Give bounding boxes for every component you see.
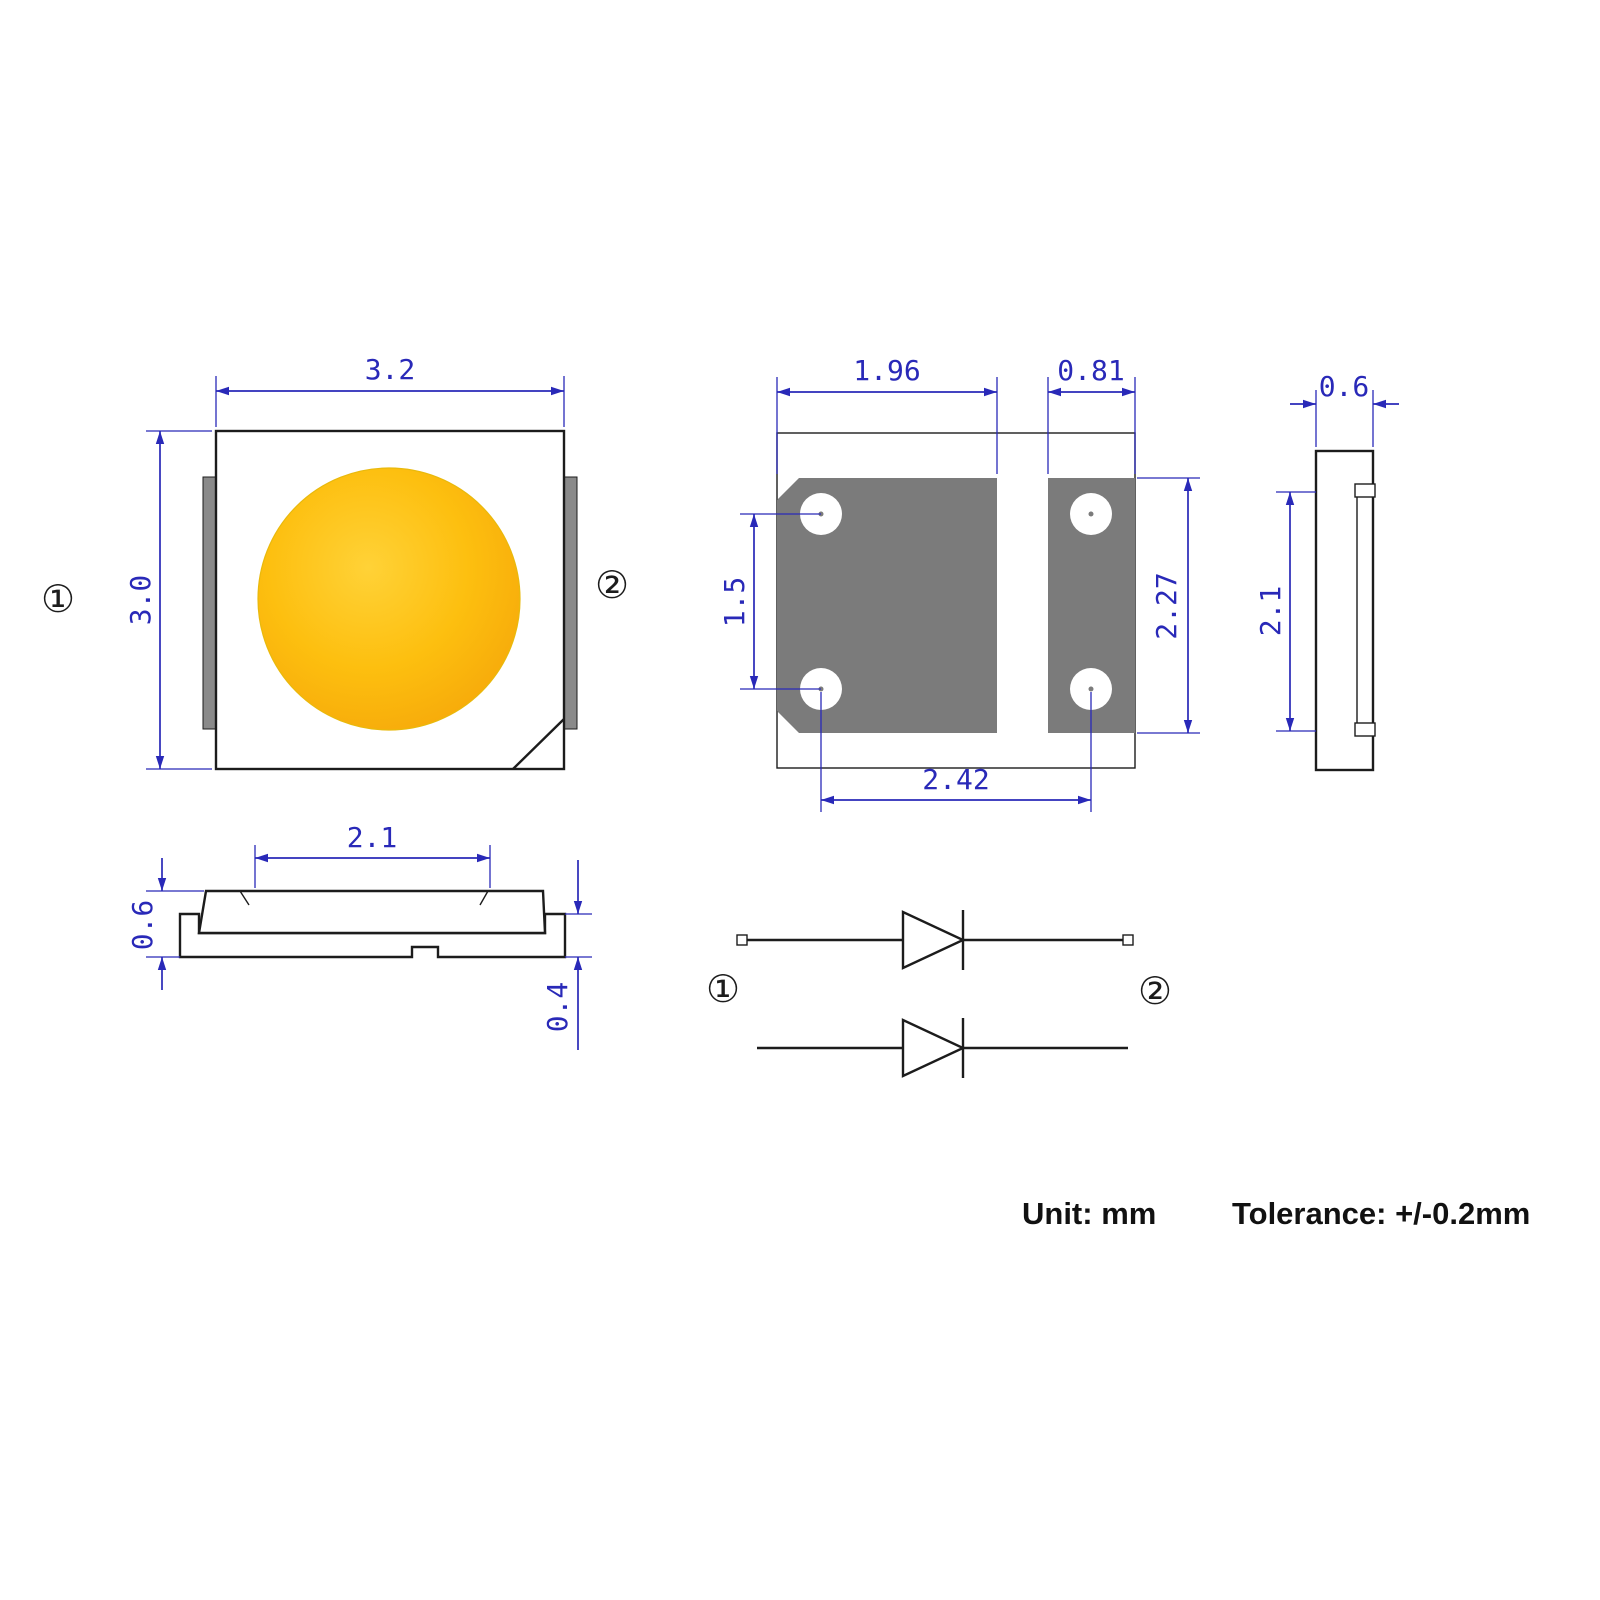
hole-center-mark xyxy=(1088,511,1094,517)
dimension-value: 0.81 xyxy=(1057,354,1124,387)
extension-lines xyxy=(215,376,565,427)
dimension-value: 2.42 xyxy=(922,763,989,796)
dimension-value: 1.5 xyxy=(718,577,751,628)
dimension-top-view-width: 3.2 xyxy=(215,353,565,427)
dimension-side-width: 0.6 xyxy=(1290,370,1399,447)
extension-lines xyxy=(1276,491,1316,732)
schematic-pin2-label: ② xyxy=(1138,969,1172,1013)
dimension-value: 0.4 xyxy=(541,982,574,1033)
side-view: 0.6 2.1 xyxy=(1254,370,1399,772)
dimension-value: 3.0 xyxy=(124,575,157,626)
side-body-outline xyxy=(1314,449,1375,772)
dimension-front-terminal-height: 0.4 xyxy=(541,860,592,1050)
hole-center-mark xyxy=(1088,686,1094,692)
side-bottom-notch xyxy=(1354,722,1376,737)
front-surface-marks xyxy=(239,890,489,906)
extension-lines xyxy=(254,845,491,888)
dimension-value: 0.6 xyxy=(1319,370,1370,403)
polarity-chamfer-line xyxy=(512,718,565,770)
dimension-front-top-width: 2.1 xyxy=(254,821,491,888)
dimension-right-pad-width: 0.81 xyxy=(1047,354,1136,474)
pin2-label: ② xyxy=(595,563,629,607)
extension-lines xyxy=(820,692,1092,812)
pin1-label: ① xyxy=(41,577,75,621)
front-body-outline xyxy=(197,889,547,935)
dimension-value: 2.1 xyxy=(347,821,398,854)
dimension-hole-horizontal-pitch: 2.42 xyxy=(820,692,1092,812)
dimension-value: 2.27 xyxy=(1150,572,1183,639)
dimension-hole-vertical-pitch: 1.5 xyxy=(718,513,821,690)
dimension-front-body-height: 0.6 xyxy=(126,858,204,990)
dimension-top-view-height: 3.0 xyxy=(124,430,212,770)
pad-layout-view: 1.96 0.81 1.5 2.27 2.42 xyxy=(718,354,1200,812)
front-view: 2.1 0.6 0.4 xyxy=(126,821,592,1050)
schematic-pin1-label: ① xyxy=(706,967,740,1011)
dimension-value: 1.96 xyxy=(853,354,920,387)
footer-notes: Unit: mm Tolerance: +/-0.2mm xyxy=(1022,1196,1530,1231)
diode1-triangle xyxy=(901,910,966,970)
pin2-terminal xyxy=(1122,934,1134,946)
side-top-notch xyxy=(1354,483,1376,498)
top-view: 3.2 3.0 ① ② xyxy=(41,353,629,771)
dimension-value: 2.1 xyxy=(1254,586,1287,637)
dimension-value: 0.6 xyxy=(126,900,159,951)
pin1-terminal xyxy=(736,934,748,946)
dimension-left-pad-width: 1.96 xyxy=(776,354,998,474)
diode2-triangle xyxy=(901,1018,966,1078)
dimension-value: 3.2 xyxy=(365,353,416,386)
tolerance-note: Tolerance: +/-0.2mm xyxy=(1232,1196,1530,1231)
circuit-schematic: ① ② xyxy=(706,910,1172,1078)
left-solder-pad xyxy=(777,478,997,733)
phosphor-emitting-area xyxy=(257,467,521,731)
extension-lines xyxy=(1315,390,1374,447)
dimension-pad-height: 2.27 xyxy=(1137,477,1200,734)
unit-note: Unit: mm xyxy=(1022,1196,1156,1231)
dimension-side-inner-height: 2.1 xyxy=(1254,491,1316,732)
